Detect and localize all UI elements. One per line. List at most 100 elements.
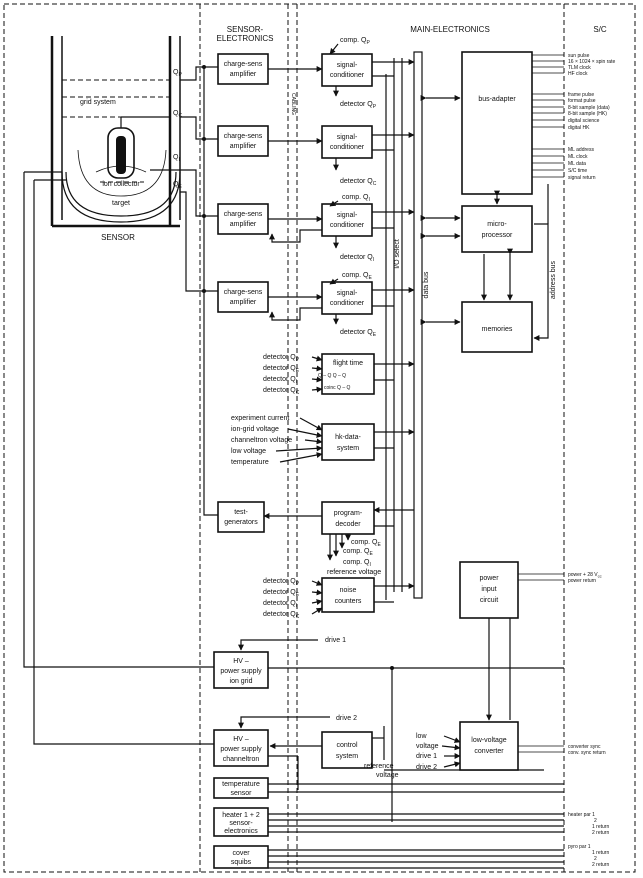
svg-text:QP: QP (173, 69, 182, 78)
hk-inputs: experiment current ion-grid voltage chan… (231, 415, 323, 466)
svg-text:TLM clock: TLM clock (568, 65, 591, 71)
svg-text:converter: converter (474, 748, 504, 755)
svg-text:ML data: ML data (568, 161, 586, 167)
section-sc: S/C (593, 25, 607, 34)
svg-text:experiment current: experiment current (231, 415, 289, 422)
svg-text:ion-grid voltage: ion-grid voltage (231, 426, 279, 433)
svg-text:low-voltage: low-voltage (471, 737, 507, 744)
svg-text:power supply: power supply (220, 668, 262, 675)
sensor-drawing (50, 36, 181, 228)
section-cabling: CABLING (290, 93, 296, 115)
svg-text:conditioner: conditioner (330, 300, 365, 307)
svg-text:comp. QI: comp. QI (343, 559, 371, 568)
svg-text:detector QI: detector QI (263, 600, 297, 609)
heater-sensor-electronics: heater 1 + 2 sensor- electronics (213, 807, 564, 837)
hv-channeltron-supply: HV – power supply channeltron (213, 729, 269, 767)
svg-text:drive 2: drive 2 (416, 764, 437, 771)
drive1-link: drive 1 (238, 637, 564, 822)
svg-text:pyro par 1: pyro par 1 (568, 844, 591, 850)
svg-text:noise: noise (340, 587, 357, 594)
svg-text:heater 1 + 2: heater 1 + 2 (222, 812, 260, 819)
svg-text:electronics: electronics (224, 828, 258, 835)
memories: memories (461, 301, 533, 353)
charge-sens-amplifier-c: charge-sens amplifier (217, 125, 269, 157)
svg-text:conditioner: conditioner (330, 222, 365, 229)
power-lines (486, 573, 564, 721)
svg-text:1 return: 1 return (592, 824, 609, 830)
svg-text:comp. QP: comp. QP (340, 37, 370, 46)
section-sensor-electronics-1: SENSOR- (227, 25, 264, 34)
temperature-sensor: temperature sensor (213, 777, 564, 799)
svg-text:2 return: 2 return (592, 830, 609, 836)
svg-text:processor: processor (482, 232, 513, 239)
svg-text:signal-: signal- (337, 134, 358, 141)
svg-text:detector QC: detector QC (340, 178, 377, 187)
svg-text:flight time: flight time (333, 360, 363, 367)
svg-text:input: input (481, 586, 496, 593)
hv-ion-grid-supply: HV – power supply ion grid (213, 651, 269, 689)
bus-adapter: bus-adapter (461, 51, 533, 195)
svg-text:channeltron: channeltron (223, 756, 260, 763)
svg-text:coinc Q – Q: coinc Q – Q (324, 385, 351, 391)
svg-text:ML address: ML address (568, 147, 594, 153)
svg-text:signal-: signal- (337, 290, 358, 297)
svg-text:comp. QE: comp. QE (342, 272, 372, 281)
svg-text:charge-sens: charge-sens (224, 61, 263, 68)
grid-system-label: grid system (80, 99, 116, 106)
svg-text:control: control (336, 742, 357, 749)
svg-text:Q – Q Q – Q: Q – Q Q – Q (318, 373, 346, 379)
control-system: control system (321, 731, 373, 769)
hk-data-system: hk-data- system (321, 423, 375, 461)
svg-text:2 return: 2 return (592, 862, 609, 868)
svg-text:temperature: temperature (231, 459, 269, 466)
svg-text:QE: QE (173, 181, 182, 190)
svg-text:generators: generators (224, 519, 258, 526)
svg-text:power supply: power supply (220, 746, 262, 753)
power-input-circuit: power input circuit (459, 561, 519, 619)
svg-text:sensor: sensor (230, 790, 252, 797)
program-decoder: program- decoder (321, 501, 375, 535)
svg-text:detector QP: detector QP (263, 354, 300, 363)
data-bus-label: data bus (423, 271, 430, 298)
low-voltage-converter: low-voltage converter (459, 721, 519, 771)
svg-text:system: system (336, 753, 358, 760)
svg-text:ion grid: ion grid (230, 678, 253, 685)
block-bus-links (372, 59, 415, 603)
sc-heater-labels: heater par 1 2 1 return 2 return (568, 812, 609, 836)
ion-collector-label: ion collector (102, 181, 140, 188)
sensor-wires (23, 65, 218, 745)
svg-text:hk-data-: hk-data- (335, 434, 361, 441)
svg-text:drive 1: drive 1 (325, 637, 346, 644)
svg-text:QC: QC (173, 110, 182, 119)
section-sensor: SENSOR (101, 233, 135, 242)
svg-text:format pulse: format pulse (568, 98, 596, 104)
svg-text:digital science: digital science (568, 118, 600, 124)
svg-text:squibs: squibs (231, 859, 252, 866)
noise-detector-inputs: detector QP detector QE detector QI dete… (263, 578, 323, 620)
svg-text:16 × 1024 × spin rate: 16 × 1024 × spin rate (568, 59, 615, 65)
lv-converter-inputs: low voltage drive 1 drive 2 (416, 733, 564, 771)
svg-text:HV –: HV – (233, 736, 249, 743)
svg-text:ML clock: ML clock (568, 154, 588, 160)
svg-text:drive 2: drive 2 (336, 715, 357, 722)
svg-text:system: system (337, 445, 359, 452)
svg-text:8-bit sample (data): 8-bit sample (data) (568, 105, 610, 111)
svg-text:cover: cover (232, 850, 250, 857)
bus-lines (385, 51, 423, 600)
svg-text:2: 2 (594, 856, 597, 862)
svg-text:sensor-: sensor- (229, 820, 253, 827)
svg-text:amplifier: amplifier (230, 71, 257, 78)
svg-text:decoder: decoder (335, 521, 361, 528)
svg-text:conditioner: conditioner (330, 72, 365, 79)
svg-text:comp. QI: comp. QI (342, 194, 370, 203)
signal-conditioner-i: signal- conditioner (321, 203, 373, 237)
svg-text:detector QC: detector QC (263, 611, 300, 620)
program-decoder-outputs: comp. QE comp. QE comp. QI reference vol… (263, 513, 381, 576)
sc-lines (532, 54, 564, 178)
svg-text:comp. QE: comp. QE (351, 539, 381, 548)
svg-text:power: power (479, 575, 499, 582)
section-main-electronics: MAIN-ELECTRONICS (410, 25, 490, 34)
svg-text:detector QP: detector QP (340, 101, 377, 110)
svg-text:digital HK: digital HK (568, 125, 590, 131)
sc-power-return-label: power return (568, 578, 596, 584)
